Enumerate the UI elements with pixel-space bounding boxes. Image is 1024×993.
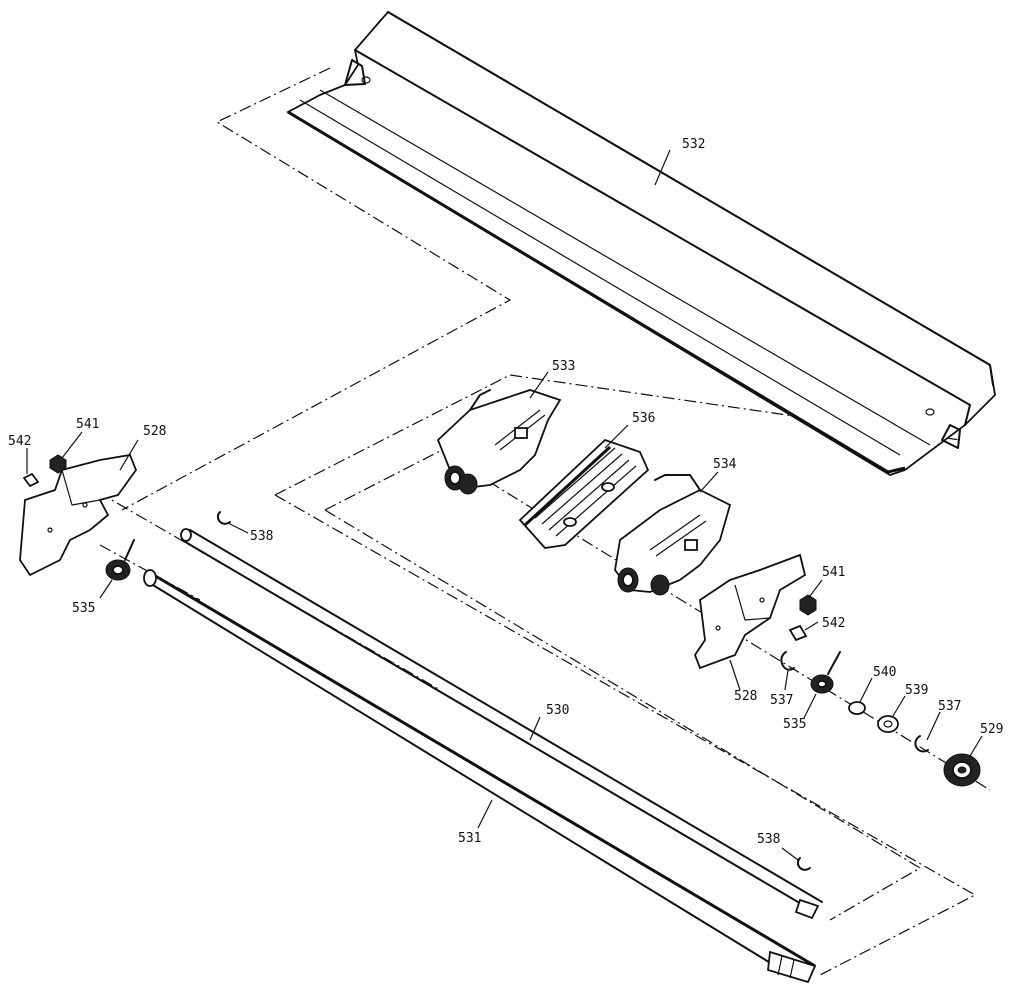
part-537-ring-left: [780, 651, 795, 671]
part-541-nut-right: [799, 594, 817, 616]
part-530-shaft: [180, 528, 823, 920]
part-539-washer: [877, 715, 899, 733]
part-535-bushing-right: [810, 651, 841, 694]
part-537-ring-right: [914, 735, 929, 753]
part-529-gear: [943, 753, 981, 787]
part-538-clip-right: [796, 857, 811, 871]
label-542-left: 542: [8, 434, 31, 449]
part-533-tractor: [436, 389, 562, 495]
part-534-tractor: [614, 474, 732, 596]
label-528-left: 528: [143, 424, 166, 439]
part-542-screw-right: [788, 624, 808, 642]
label-536: 536: [632, 411, 655, 426]
leader-lines: [26, 149, 983, 861]
part-538-clip-left: [216, 511, 231, 525]
part-531-roller: [143, 569, 817, 984]
label-532: 532: [682, 137, 705, 152]
label-529: 529: [980, 722, 1003, 737]
label-530: 530: [546, 703, 569, 718]
label-533: 533: [552, 359, 575, 374]
label-540: 540: [873, 665, 896, 680]
part-535-bushing-left: [105, 539, 135, 581]
part-536-belt: [518, 438, 650, 549]
label-538-right: 538: [757, 832, 780, 847]
part-540-washer: [848, 701, 866, 715]
callout-labels: 532 533 536 534 528 541 542 535 538 541 …: [8, 137, 1003, 847]
label-542-right: 542: [822, 616, 845, 631]
label-535-right: 535: [783, 717, 806, 732]
label-534: 534: [713, 457, 737, 472]
label-539: 539: [905, 683, 928, 698]
part-528-frame-right: [693, 553, 807, 670]
label-538-left: 538: [250, 529, 273, 544]
part-528-frame-left: [19, 453, 138, 577]
label-537-left: 537: [770, 693, 793, 708]
label-535-left: 535: [72, 601, 95, 616]
label-537-right: 537: [938, 699, 961, 714]
label-528-right: 528: [734, 689, 757, 704]
part-542-screw-left: [22, 472, 40, 488]
part-541-nut-left: [49, 454, 67, 474]
label-541-right: 541: [822, 565, 845, 580]
label-531: 531: [458, 831, 481, 846]
label-541-left: 541: [76, 417, 99, 432]
part-532-channel: [286, 10, 996, 476]
